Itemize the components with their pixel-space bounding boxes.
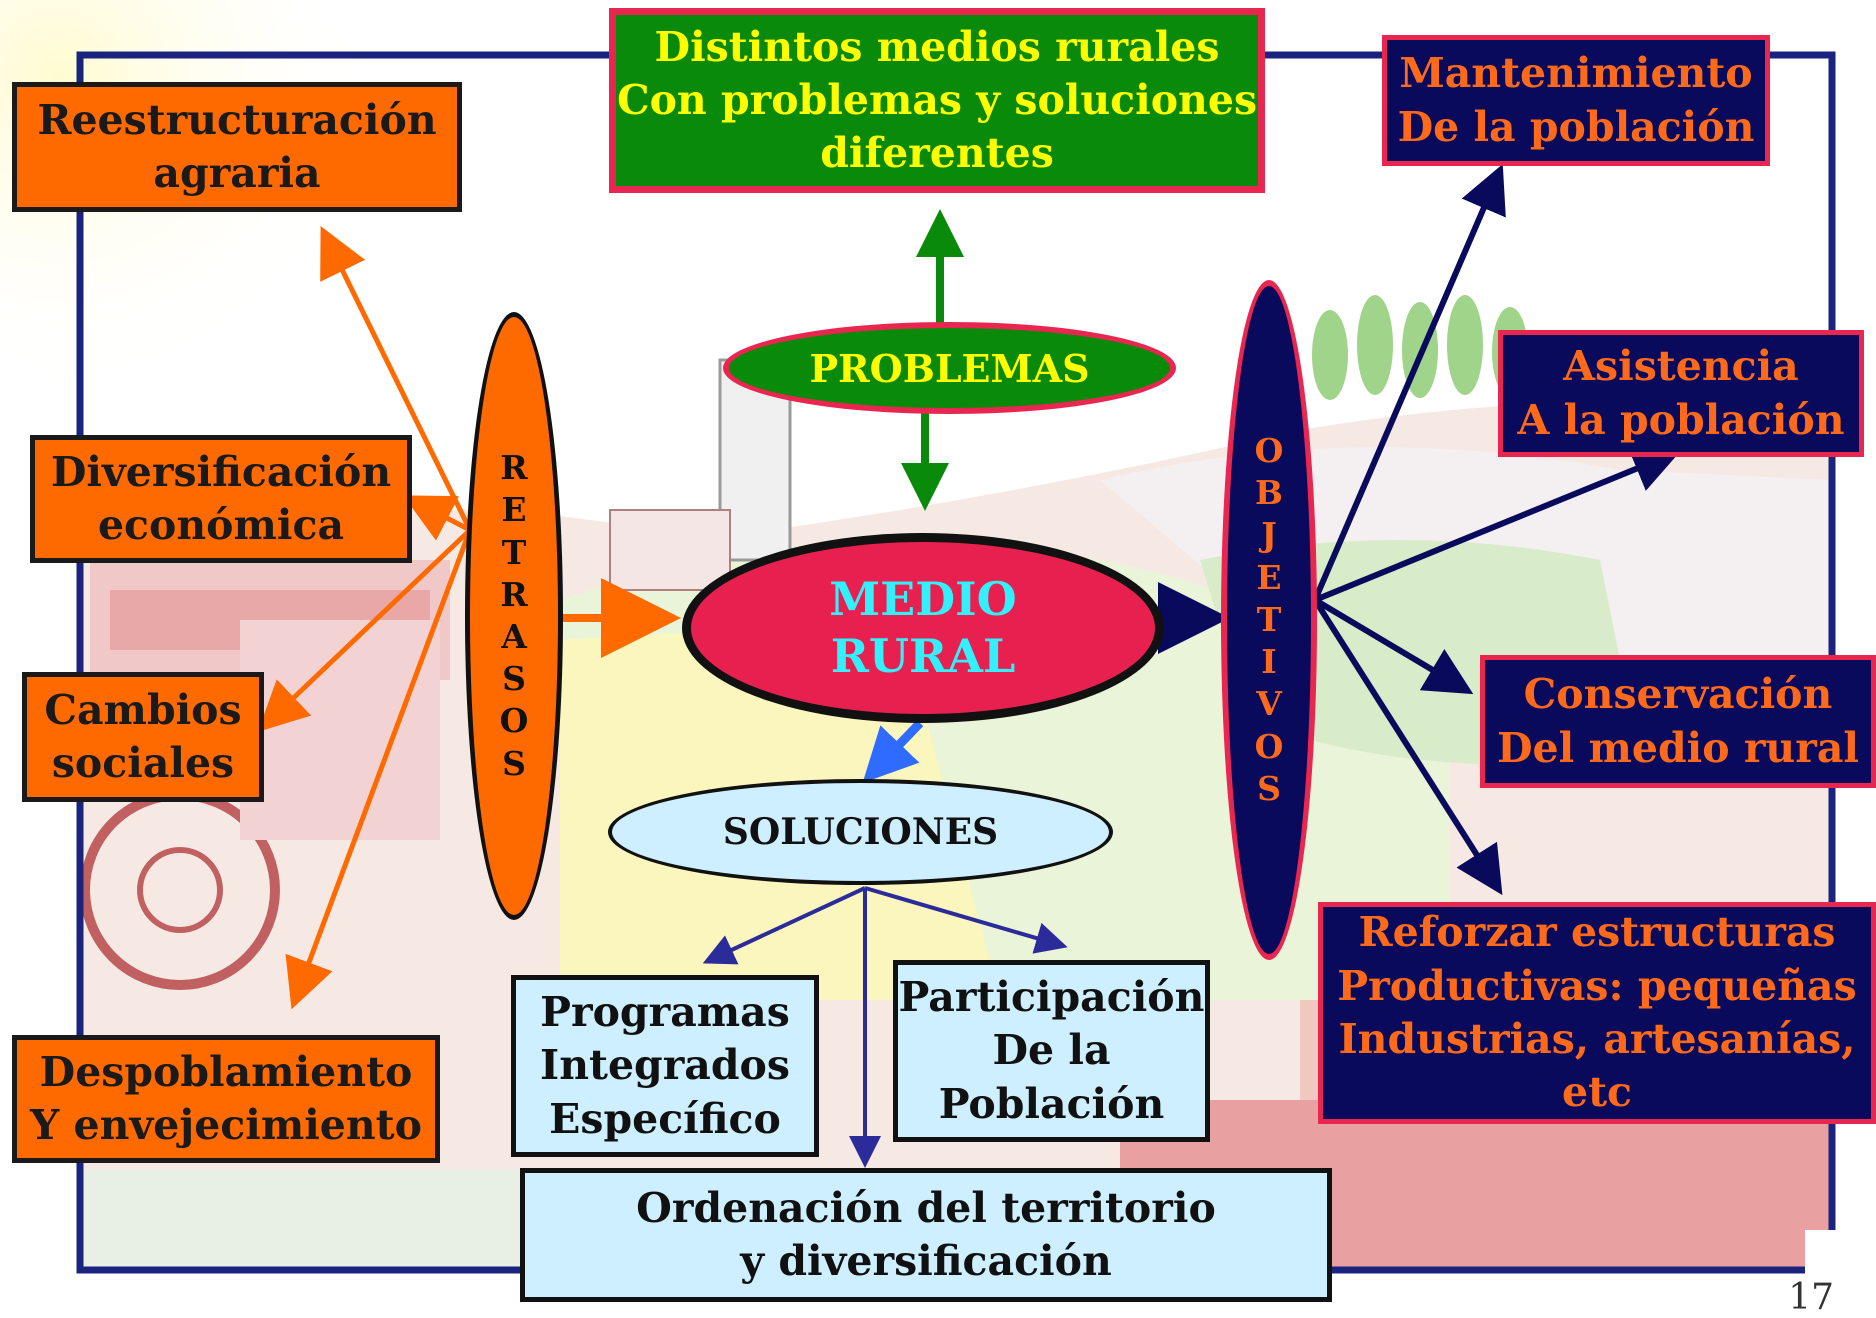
retrasos-letter: S (502, 743, 526, 783)
retrasos-letter: R (500, 574, 528, 614)
objetivos-letter: V (1256, 684, 1282, 724)
retrasos-arrows (257, 226, 681, 1010)
soluciones-label: SOLUCIONES (722, 811, 999, 853)
objetivo-reforzar-estructuras: Reforzar estructuras Productivas: pequeñ… (1318, 902, 1876, 1124)
retrasos-letter: R (500, 448, 528, 488)
objetivos-letter: J (1261, 515, 1277, 555)
retrasos-letter: S (502, 659, 526, 699)
retrasos-letter: O (499, 701, 529, 741)
problemas-description-box: Distintos medios rurales Con problemas y… (609, 8, 1265, 193)
retraso-cambios-sociales: Cambios sociales (22, 672, 264, 802)
medio-rural-label: MEDIO RURAL (829, 571, 1017, 684)
solucion-programas-integrados: Programas Integrados Específico (511, 975, 819, 1157)
solutions-arrows (702, 886, 1068, 1168)
soluciones-arrow (862, 719, 924, 784)
solucion-participacion-poblacion: Participación De la Población (893, 960, 1210, 1142)
objetivo-asistencia-poblacion: Asistencia A la población (1498, 330, 1864, 457)
retraso-despoblamiento: Despoblamiento Y envejecimiento (12, 1035, 440, 1163)
soluciones-ellipse: SOLUCIONES (608, 779, 1113, 885)
problemas-ellipse: PROBLEMAS (723, 322, 1176, 414)
solucion-ordenacion-territorio: Ordenación del territorio y diversificac… (520, 1168, 1332, 1302)
objetivo-conservacion-medio-rural: Conservación Del medio rural (1480, 655, 1876, 788)
medio-rural-ellipse: MEDIO RURAL (682, 533, 1164, 723)
page-number: 17 (1788, 1277, 1834, 1318)
problemas-arrows (901, 209, 964, 511)
objetivos-arrows (1158, 163, 1682, 896)
retraso-diversificacion-economica: Diversificación económica (30, 435, 412, 563)
problemas-label: PROBLEMAS (809, 345, 1090, 391)
objetivos-letter: O (1254, 430, 1284, 470)
retrasos-letter: T (501, 532, 527, 572)
retrasos-letter: E (501, 490, 527, 530)
objetivos-letter: E (1256, 557, 1282, 597)
retraso-reestructuracion-agraria: Reestructuración agraria (12, 82, 462, 212)
objetivos-letter: I (1261, 642, 1277, 682)
objetivos-letter: S (1257, 768, 1281, 808)
objetivos-letter: T (1256, 599, 1282, 639)
objetivo-mantenimiento-poblacion: Mantenimiento De la población (1382, 35, 1770, 166)
objetivos-letter: O (1254, 726, 1284, 766)
retrasos-letter: A (501, 617, 527, 656)
objetivos-letter: B (1255, 473, 1283, 513)
